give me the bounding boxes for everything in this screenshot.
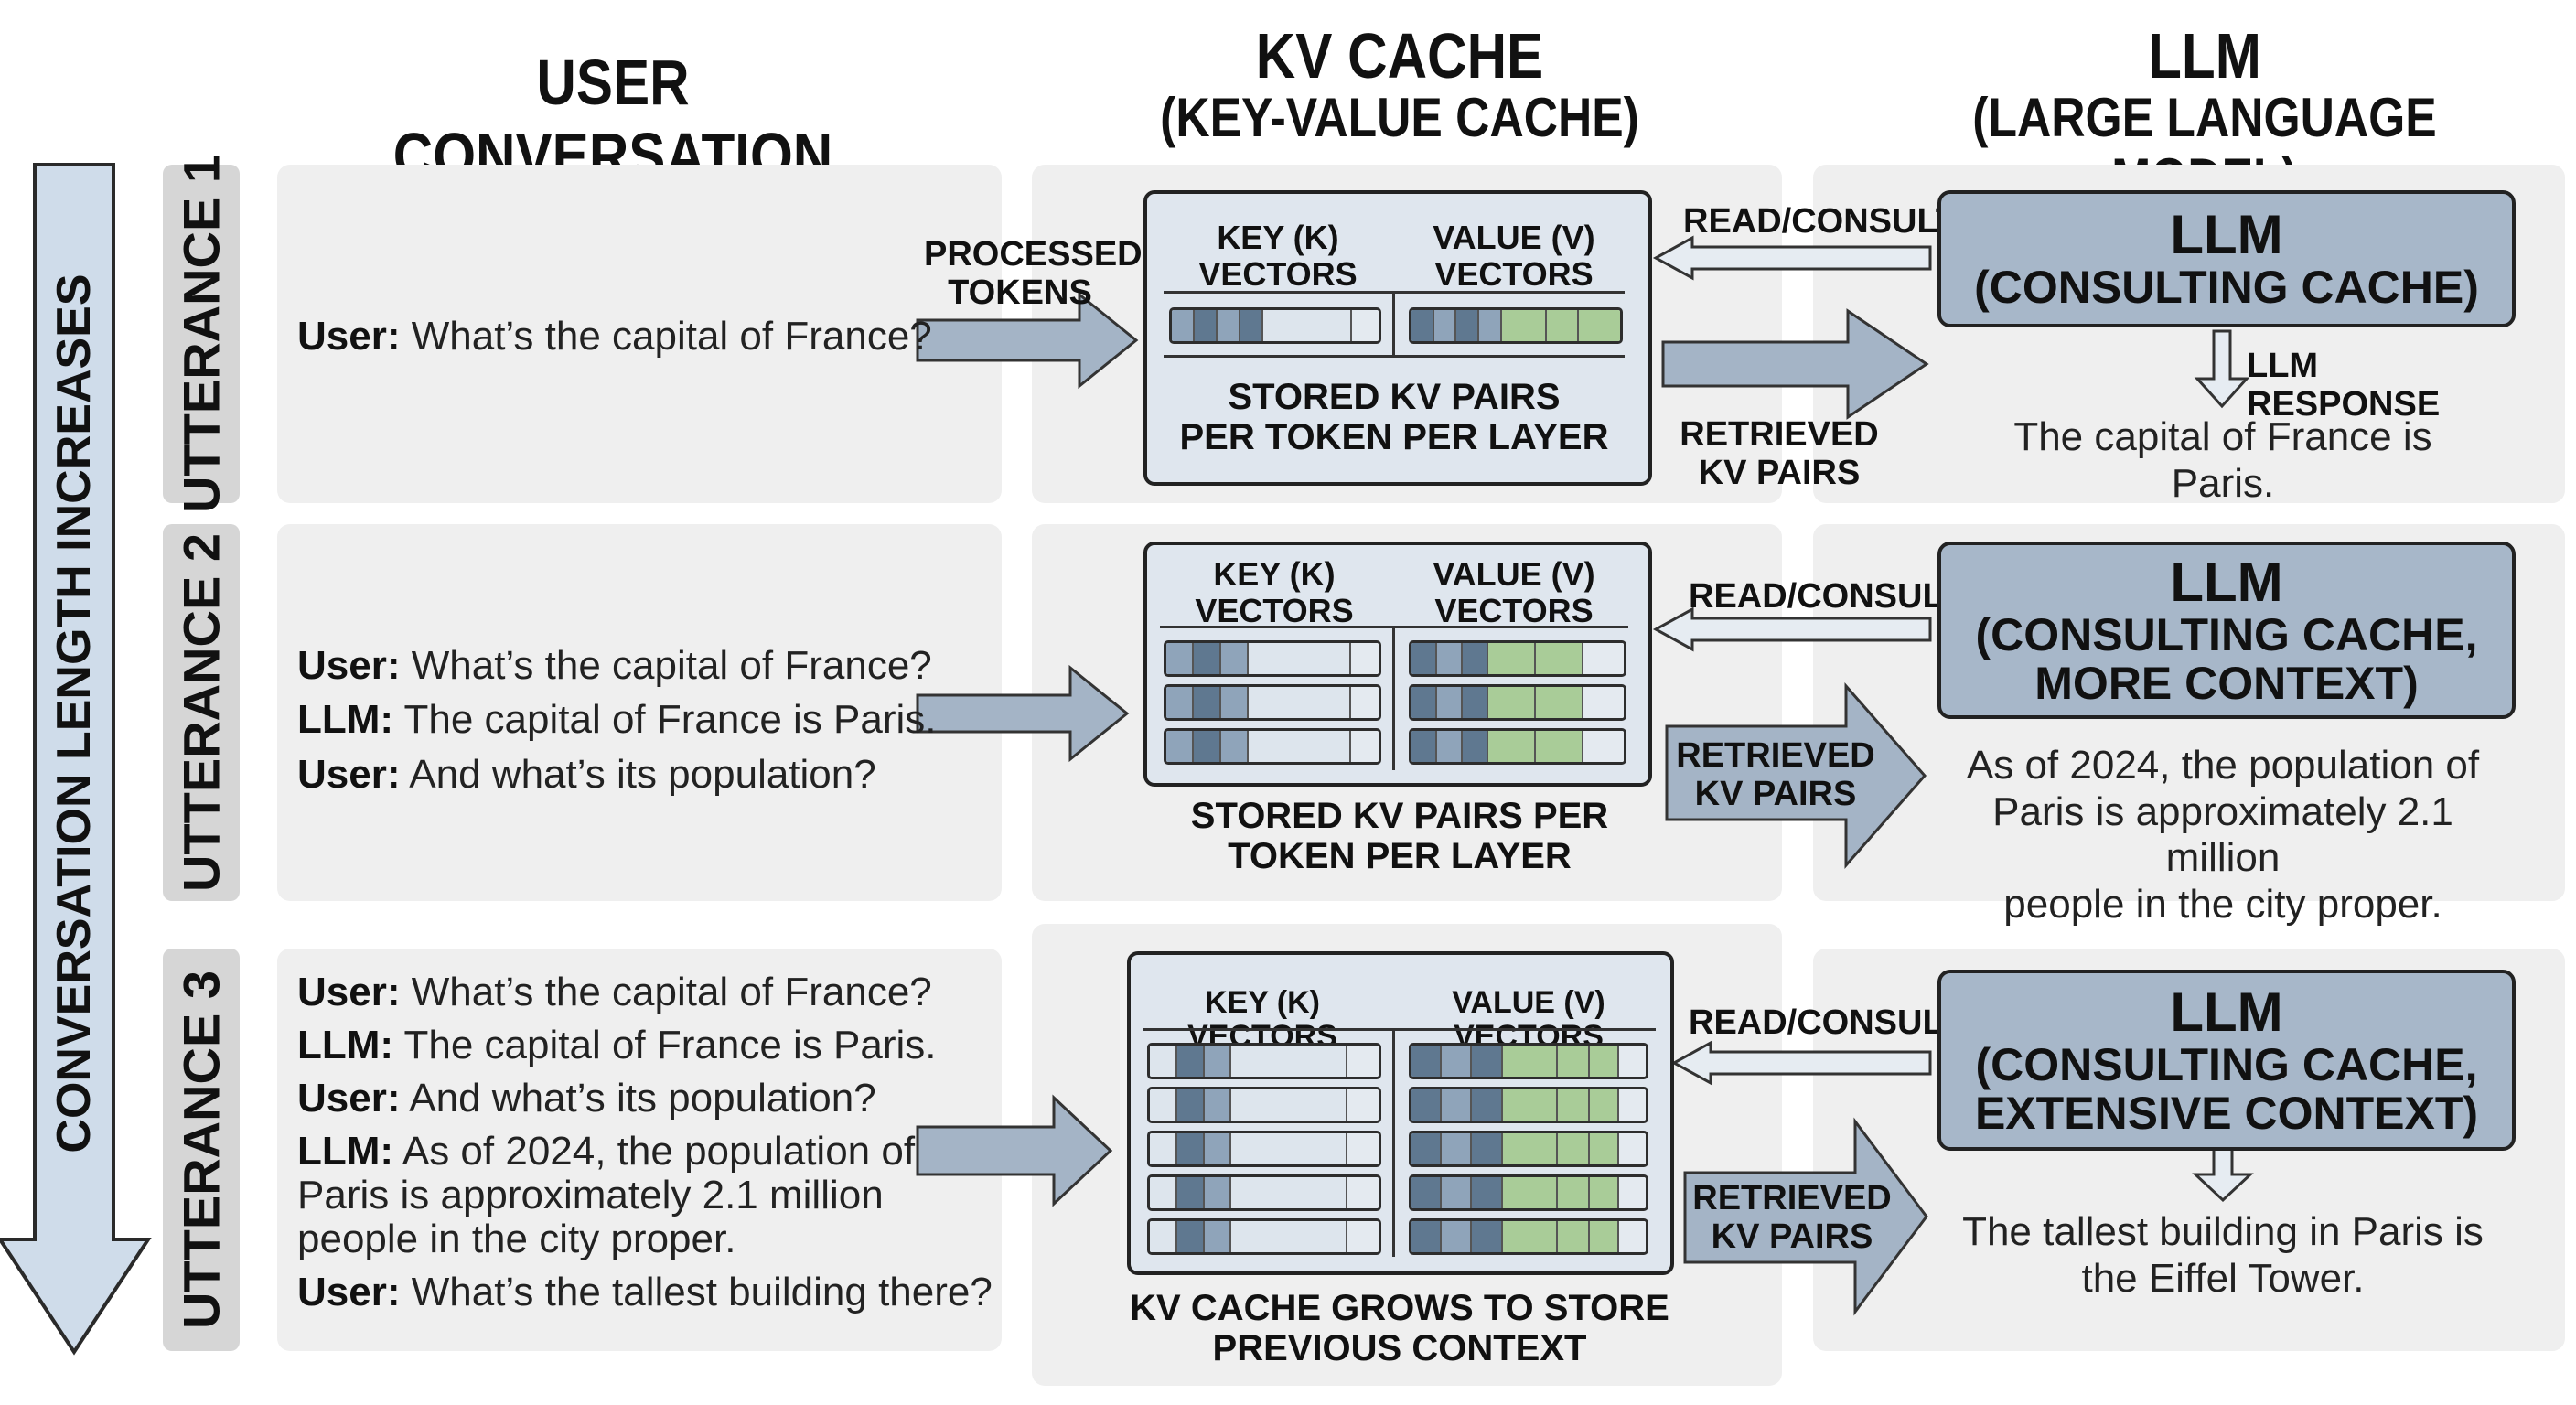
side-arrow-label: CONVERSATION LENGTH INCREASES: [48, 273, 101, 1153]
row3-value-vector-bar: [1409, 1087, 1648, 1123]
row3-value-vector-bar: [1409, 1131, 1648, 1167]
row1-llm-response-label: LLM RESPONSE: [2247, 347, 2441, 424]
header-llm: LLM (LARGE LANGUAGE MODEL): [1914, 24, 2496, 209]
row3-processed-arrow: [916, 1094, 1113, 1207]
row3-conversation: User: What’s the capital of France? LLM:…: [297, 972, 993, 1313]
row1-value-vector-bar: [1409, 307, 1623, 344]
row1-key-vector-bar: [1169, 307, 1381, 344]
row2-llm-subtitle-1: (CONSULTING CACHE,: [1975, 609, 2478, 660]
row3-key-vector-bar: [1147, 1174, 1381, 1211]
row2-retrieved-arrow: [1665, 682, 1927, 869]
row2-key-vector-bar: [1164, 684, 1381, 721]
row2-llm-box: LLM (CONSULTING CACHE, MORE CONTEXT): [1937, 542, 2516, 719]
conversation-line: Paris is approximately 2.1 million: [297, 1173, 884, 1217]
row1-read-consult-label: READ/CONSULT: [1683, 202, 1958, 241]
row2-read-consult-label: READ/CONSULT: [1689, 577, 1963, 616]
row3-response: The tallest building in Paris is the Eif…: [1962, 1209, 2484, 1301]
row2-llm-title: LLM: [2170, 552, 2283, 613]
conversation-length-arrow: [0, 163, 152, 1356]
row3-conversation-panel: [277, 949, 1002, 1351]
row3-llm-box: LLM (CONSULTING CACHE, EXTENSIVE CONTEXT…: [1937, 970, 2516, 1151]
row2-read-arrow: [1652, 606, 1932, 652]
header-kv-cache: KV CACHE (KEY-VALUE CACHE): [1124, 24, 1675, 148]
row3-key-vector-bar: [1147, 1131, 1381, 1167]
row3-value-vector-bar: [1409, 1174, 1648, 1211]
row2-response: As of 2024, the population of Paris is a…: [1966, 743, 2480, 927]
row1-value-header: VALUE (V)VECTORS: [1433, 219, 1595, 293]
row1-llm-subtitle: (CONSULTING CACHE): [1974, 262, 2479, 314]
row2-value-vector-bar: [1409, 640, 1626, 677]
row2-key-header: KEY (K)VECTORS: [1195, 555, 1354, 629]
row1-llm-title: LLM: [2170, 204, 2283, 266]
conversation-line: LLM: The capital of France is Paris.: [297, 1023, 937, 1067]
utterance-3-tab: UTTERANCE 3: [163, 949, 240, 1351]
header-llm-line2: (LARGE LANGUAGE MODEL): [1972, 87, 2437, 209]
conversation-line: User: What’s the capital of France?: [297, 643, 932, 688]
row2-key-vector-bar: [1164, 640, 1381, 677]
row1-response: The capital of France is Paris.: [2013, 414, 2432, 506]
row1-read-arrow: [1652, 235, 1932, 281]
row3-llm-title: LLM: [2170, 981, 2283, 1043]
conversation-line: LLM: The capital of France is Paris.: [297, 697, 937, 743]
row1-conversation-panel: [277, 165, 1002, 503]
row1-key-header: KEY (K)VECTORS: [1198, 219, 1358, 293]
row2-llm-subtitle-2: MORE CONTEXT): [2034, 657, 2419, 709]
conversation-line: people in the city proper.: [297, 1217, 736, 1261]
row3-key-vector-bar: [1147, 1087, 1381, 1123]
conversation-line: User: What’s the capital of France?: [297, 314, 932, 359]
header-kv-line2: (KEY-VALUE CACHE): [1160, 87, 1639, 148]
row3-value-vector-bar: [1409, 1218, 1648, 1255]
row3-response-arrow: [2192, 1147, 2254, 1203]
row1-llm-box: LLM (CONSULTING CACHE): [1937, 190, 2516, 327]
row3-value-vector-bar: [1409, 1043, 1648, 1079]
conversation-line: LLM: As of 2024, the population of: [297, 1129, 916, 1174]
conversation-line: User: And what’s its population?: [297, 1076, 876, 1121]
conversation-line: User: What’s the tallest building there?: [297, 1270, 993, 1314]
row3-header-rule: [1143, 1028, 1656, 1031]
row2-column-divider: [1392, 626, 1395, 770]
row3-read-consult-label: READ/CONSULT: [1689, 1003, 1963, 1042]
row2-value-vector-bar: [1409, 728, 1626, 765]
conversation-line: User: And what’s its population?: [297, 751, 876, 797]
row1-conversation: User: What’s the capital of France?: [297, 309, 932, 363]
row3-key-vector-bar: [1147, 1043, 1381, 1079]
utterance-1-tab: UTTERANCE 1: [163, 155, 240, 513]
header-llm-line1: LLM: [2148, 20, 2261, 91]
row3-llm-subtitle-2: EXTENSIVE CONTEXT): [1974, 1087, 2479, 1139]
row2-value-vector-bar: [1409, 684, 1626, 721]
row2-conversation-panel: [277, 524, 1002, 901]
row3-column-divider: [1392, 1028, 1395, 1257]
row2-key-vector-bar: [1164, 728, 1381, 765]
row2-processed-arrow: [916, 664, 1130, 763]
row1-response-arrow: [2194, 329, 2250, 409]
row3-llm-subtitle-1: (CONSULTING CACHE,: [1975, 1039, 2478, 1090]
row1-processed-arrow: [916, 291, 1139, 390]
conversation-line: User: What’s the capital of France?: [297, 970, 932, 1014]
row3-retrieved-arrow: [1683, 1117, 1928, 1316]
row1-retrieved-arrow: [1661, 308, 1929, 420]
utterance-2-tab: UTTERANCE 2: [163, 524, 240, 901]
row2-conversation: User: What’s the capital of France? LLM:…: [297, 638, 937, 801]
row3-key-vector-bar: [1147, 1218, 1381, 1255]
header-kv-line1: KV CACHE: [1255, 20, 1544, 91]
row2-value-header: VALUE (V)VECTORS: [1433, 555, 1595, 629]
row1-column-divider: [1392, 291, 1395, 357]
row3-read-arrow: [1670, 1040, 1932, 1086]
